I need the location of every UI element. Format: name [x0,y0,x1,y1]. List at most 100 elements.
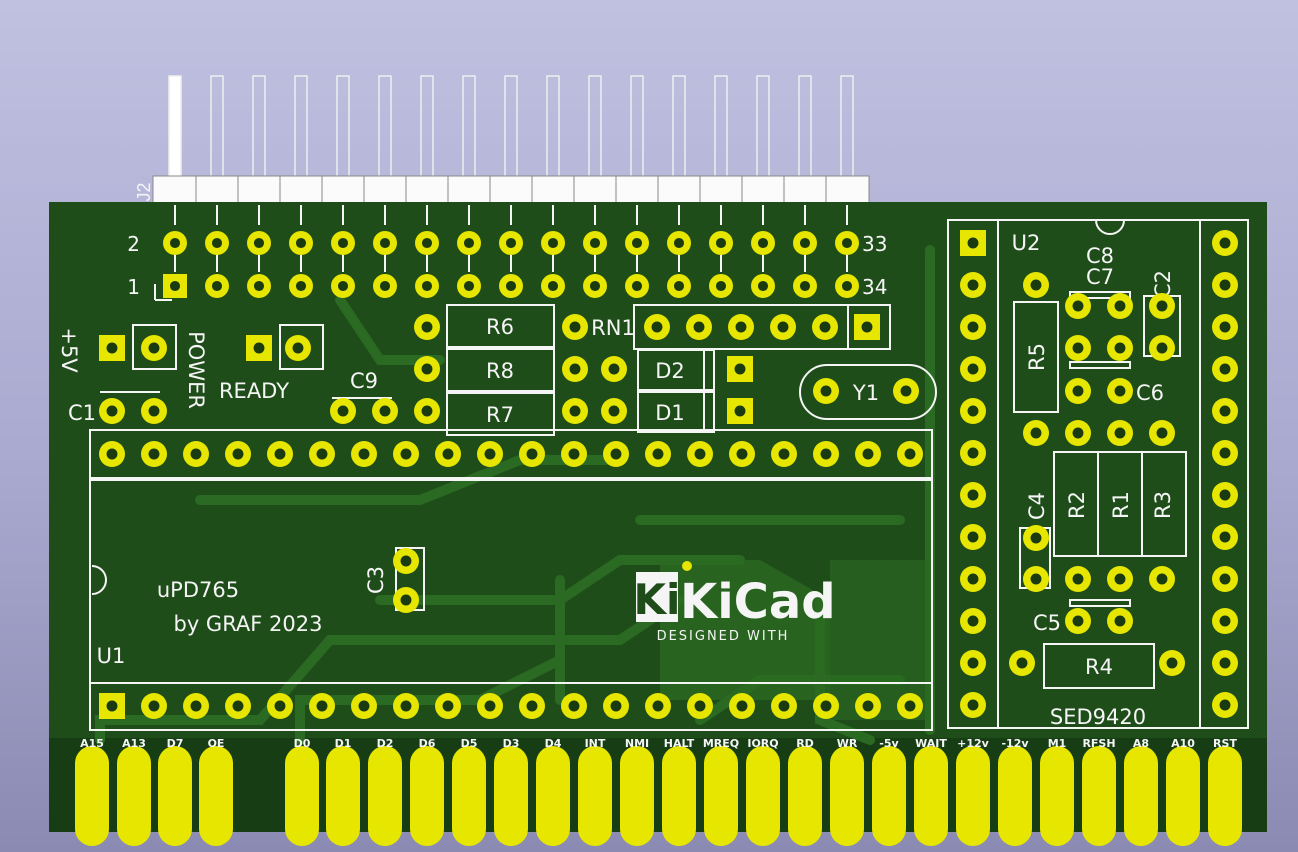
drill-hole [1072,385,1084,397]
drill-hole [693,321,705,333]
drill-hole [1219,447,1231,459]
copper-pours [660,560,930,720]
drill-hole [569,321,581,333]
drill-hole [610,700,622,712]
drill-hole [1072,300,1084,312]
drill-hole [421,237,433,249]
drill-hole [1219,615,1231,627]
drill-hole [253,342,265,354]
drill-hole [778,448,790,460]
drill-hole [463,237,475,249]
header-end-34-label: 34 [862,275,887,299]
edge-pin-label: D2 [377,737,394,750]
drill-hole [967,279,979,291]
drill-hole [1219,363,1231,375]
drill-hole [505,280,517,292]
drill-hole [715,237,727,249]
drill-hole [400,700,412,712]
drill-hole [1114,385,1126,397]
header-pin [672,75,686,179]
edge-finger [662,746,696,846]
drill-hole [967,531,979,543]
drill-hole [1219,573,1231,585]
chip-name: uPD765 [157,578,239,602]
edge-pin-label: D6 [419,737,436,750]
drill-hole [1156,427,1168,439]
u1-label: U1 [97,644,126,668]
drill-hole [967,447,979,459]
drill-hole [904,448,916,460]
drill-hole [337,280,349,292]
edge-finger [326,746,360,846]
drill-hole [757,237,769,249]
drill-hole [232,700,244,712]
edge-pin-label: HALT [664,737,695,750]
chip2-name: SED9420 [1050,705,1146,729]
edge-finger [914,746,948,846]
edge-pin-label: D3 [503,737,520,750]
edge-finger [285,746,319,846]
header-pin [252,75,266,179]
edge-finger [410,746,444,846]
header-pin [378,75,392,179]
drill-hole [967,573,979,585]
edge-finger [1208,746,1242,846]
c9-label: C9 [350,369,378,393]
drill-hole [652,448,664,460]
r1-label: R1 [1109,491,1133,519]
drill-hole [841,280,853,292]
drill-hole [1219,489,1231,501]
header-pin [504,75,518,179]
drill-hole [1030,427,1042,439]
y1-label: Y1 [852,381,879,405]
drill-hole [694,448,706,460]
drill-hole [1030,573,1042,585]
drill-hole [904,700,916,712]
edge-pin-label: D7 [167,737,184,750]
drill-hole [421,321,433,333]
kicad-logo: Ki KiCad DESIGNED WITH [634,561,836,644]
drill-hole [1030,532,1042,544]
author-text: by GRAF 2023 [173,612,322,636]
power-label: POWER [184,331,208,409]
drill-hole [651,321,663,333]
edge-finger [620,746,654,846]
drill-hole [1166,657,1178,669]
header-pin [630,75,644,179]
drill-hole [757,280,769,292]
header-pin [336,75,350,179]
edge-finger [1082,746,1116,846]
rn1-label: RN1 [591,316,635,340]
drill-hole [694,700,706,712]
r5-label: R5 [1025,343,1049,371]
edge-finger [452,746,486,846]
r8-label: R8 [486,359,514,383]
header-pin [210,75,224,179]
drill-hole [148,342,160,354]
logo-subtext: DESIGNED WITH [657,629,790,644]
drill-hole [568,700,580,712]
drill-hole [211,237,223,249]
drill-hole [169,237,181,249]
edge-pin-label: D4 [545,737,562,750]
drill-hole [292,342,304,354]
c5-label: C5 [1033,611,1061,635]
edge-pin-label: D1 [335,737,352,750]
header-pin [756,75,770,179]
edge-finger [1124,746,1158,846]
edge-finger [578,746,612,846]
drill-hole [379,405,391,417]
drill-hole [316,700,328,712]
drill-hole [967,699,979,711]
drill-hole [1072,427,1084,439]
c7-label: C7 [1086,265,1114,289]
drill-hole [148,700,160,712]
drill-hole [841,237,853,249]
drill-hole [608,363,620,375]
drill-hole [631,237,643,249]
drill-hole [820,448,832,460]
drill-hole [820,700,832,712]
drill-hole [819,321,831,333]
drill-hole [1156,342,1168,354]
